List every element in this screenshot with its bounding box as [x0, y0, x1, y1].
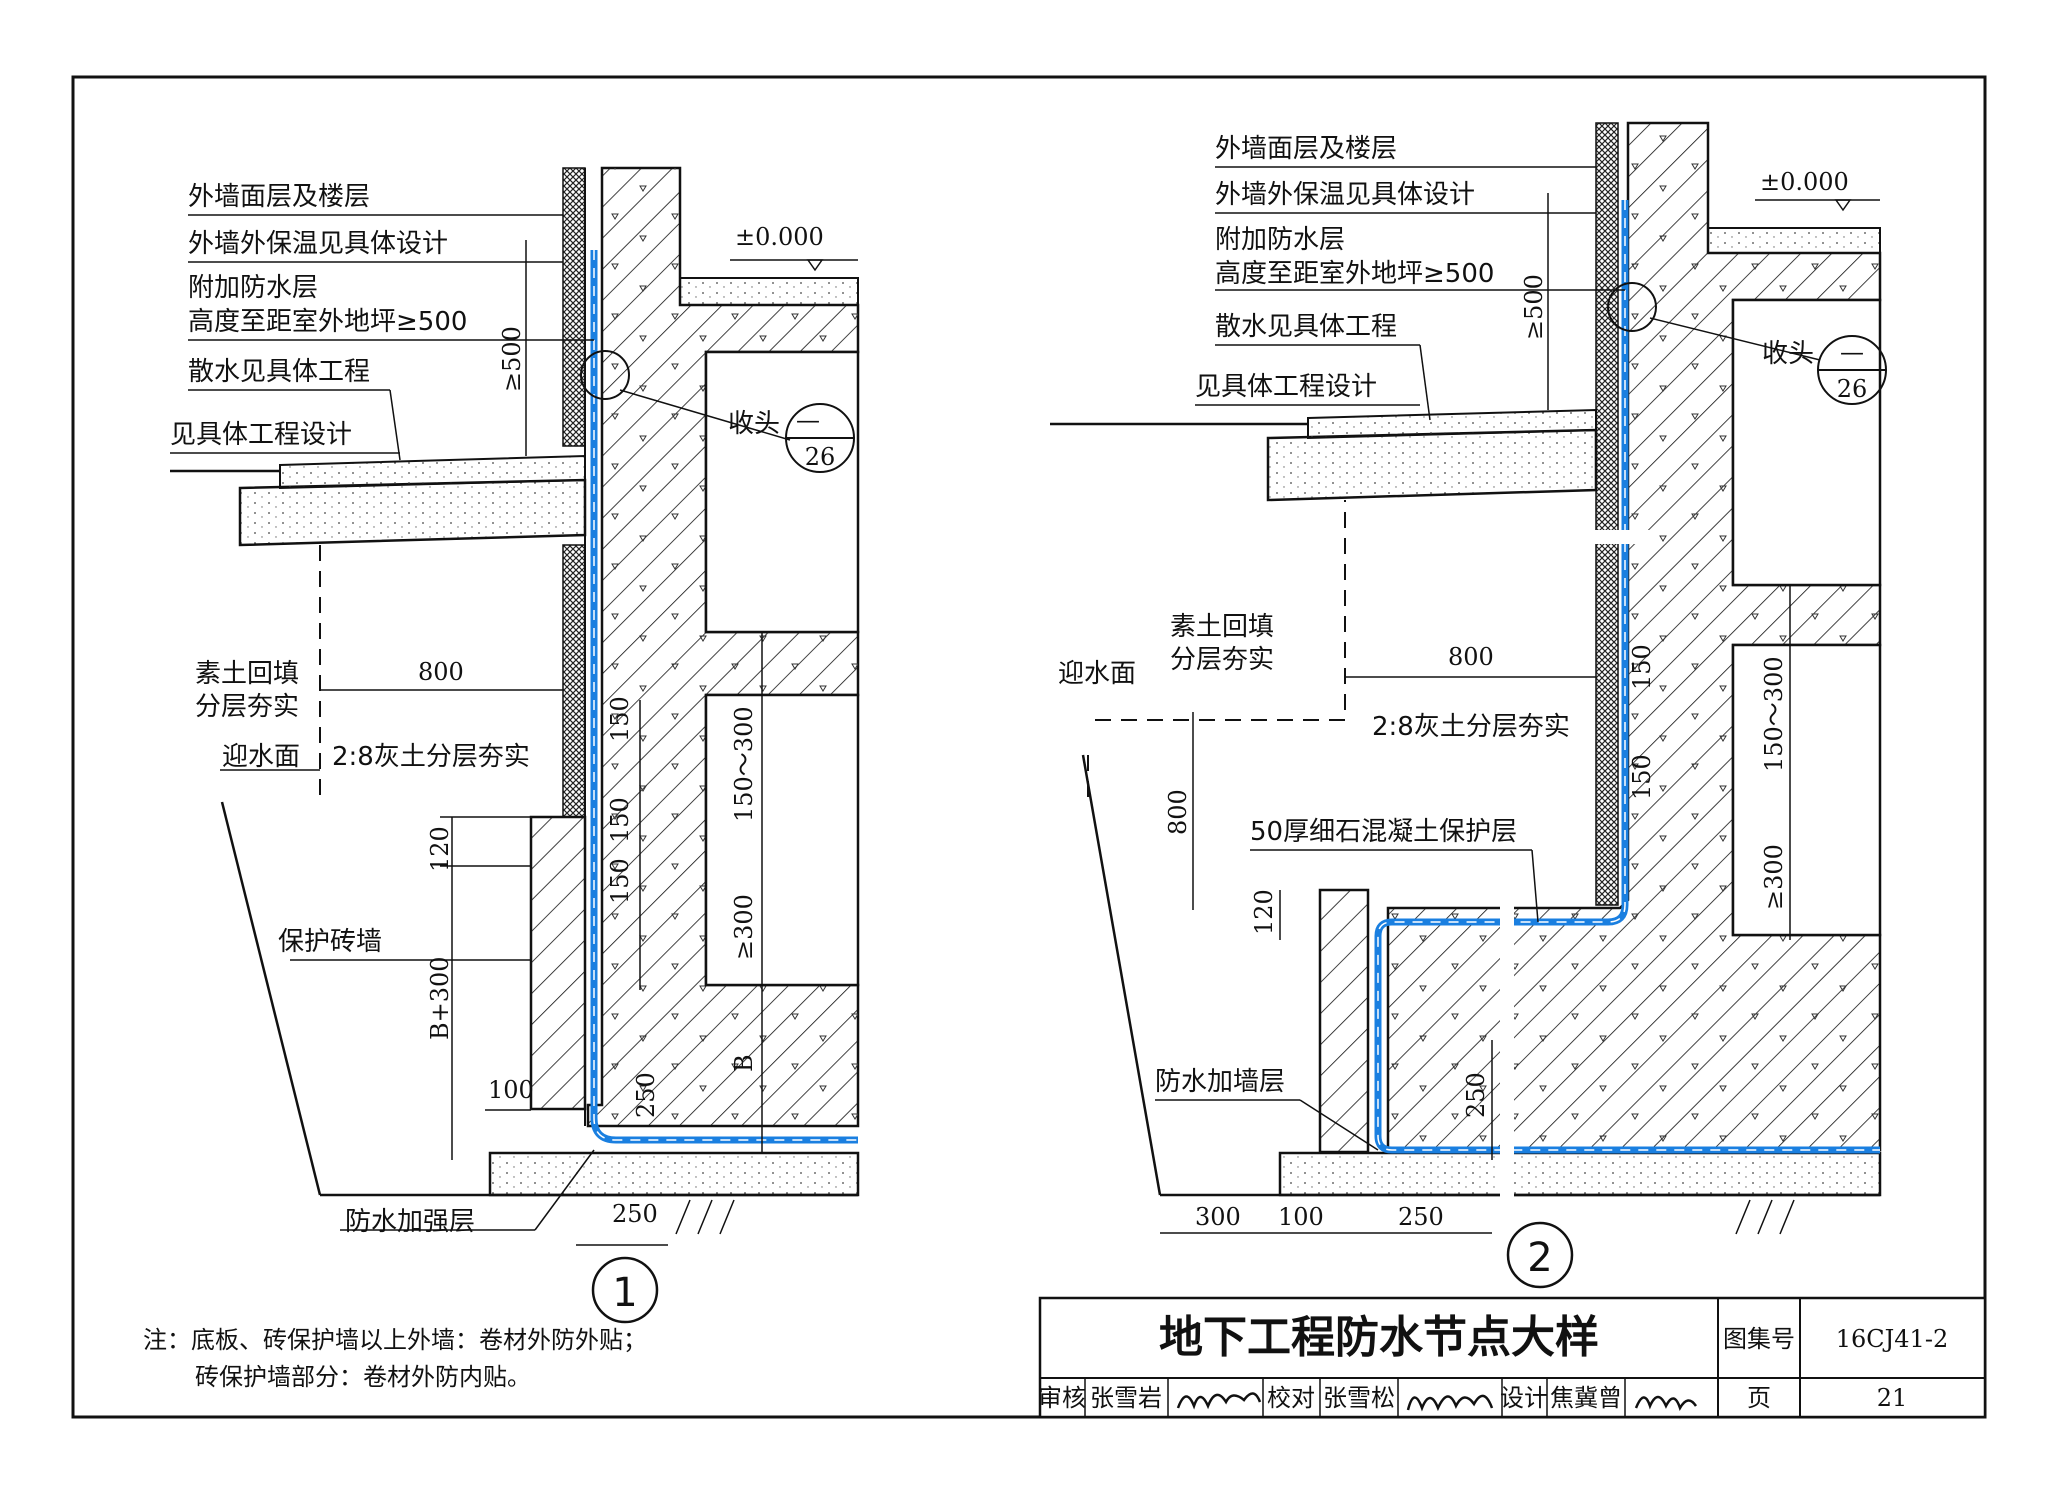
- dim2-800-vertical: 800: [1164, 789, 1192, 835]
- label-backfill-2: 分层夯实: [195, 692, 299, 722]
- label2-backfill-1: 素土回填: [1170, 612, 1274, 642]
- label-brick-wall: 保护砖墙: [278, 927, 382, 957]
- signature-reviewer: [1176, 1392, 1262, 1410]
- design-label: 设计: [1500, 1384, 1548, 1412]
- dim-100: 100: [488, 1076, 534, 1104]
- insulation-layer: [562, 167, 586, 447]
- detail-number-2: 2: [1527, 1235, 1552, 1281]
- ref-bottom: 26: [805, 443, 836, 471]
- ref2-top: —: [1840, 338, 1864, 366]
- label-termination: 收头: [728, 409, 780, 439]
- label-extra-height: 高度至距室外地坪≥500: [188, 307, 467, 337]
- detail-number-1: 1: [612, 1270, 637, 1316]
- label2-water-face: 迎水面: [1058, 659, 1136, 689]
- check-label: 校对: [1267, 1384, 1315, 1412]
- dim2-ge300: ≥300: [1760, 844, 1788, 910]
- detail-1: [170, 166, 860, 1324]
- label2-lime-soil: 2:8灰土分层夯实: [1372, 712, 1570, 742]
- dim-250-vertical: 250: [632, 1072, 660, 1118]
- label2-see-design: 见具体工程设计: [1195, 372, 1377, 402]
- label2-wall-layer: 防水加墙层: [1155, 1067, 1285, 1097]
- protective-brick-wall: [529, 815, 587, 1111]
- detail-number-circle-1: [591, 1256, 659, 1324]
- label2-apron: 散水见具体工程: [1215, 312, 1397, 342]
- label2-elevation: ±0.000: [1760, 168, 1849, 196]
- label2-insulation: 外墙外保温见具体设计: [1215, 180, 1475, 210]
- excavation-line: [220, 801, 322, 1196]
- dim2-120: 120: [1250, 889, 1278, 935]
- dim-b-plus-300: B+300: [426, 956, 454, 1040]
- dim-150a: 150: [606, 696, 634, 742]
- atlas-number: 16CJ41-2: [1836, 1325, 1948, 1353]
- dim2-150b: 150: [1628, 754, 1656, 800]
- insulation-layer-2: [1595, 122, 1619, 906]
- label-backfill-1: 素土回填: [195, 659, 299, 689]
- sheet-border: [71, 75, 1987, 1419]
- label-apron: 散水见具体工程: [188, 357, 370, 387]
- dim-b: B: [730, 1054, 758, 1072]
- note-line-2: 砖保护墙部分：卷材外防内贴。: [195, 1363, 531, 1391]
- dim2-150-300: 150～300: [1760, 656, 1788, 772]
- dim-ge300: ≥300: [730, 894, 758, 960]
- dim2-ge500: ≥500: [1520, 274, 1548, 340]
- dim-150c: 150: [606, 858, 634, 904]
- label-extra-layer: 附加防水层: [188, 273, 318, 303]
- review-label: 审核: [1038, 1384, 1086, 1412]
- checker-name: 张雪松: [1323, 1384, 1395, 1412]
- dim2-100: 100: [1278, 1203, 1324, 1231]
- atlas-label: 图集号: [1723, 1325, 1795, 1353]
- dim2-800: 800: [1448, 643, 1494, 671]
- dim-120: 120: [426, 826, 454, 872]
- dim2-250: 250: [1398, 1203, 1444, 1231]
- page-number: 21: [1877, 1384, 1908, 1412]
- label-reinforce: 防水加强层: [345, 1207, 475, 1237]
- dim-150b: 150: [606, 797, 634, 843]
- label-wall-finish: 外墙面层及楼层: [188, 182, 370, 212]
- dim2-300: 300: [1195, 1203, 1241, 1231]
- dim-800: 800: [418, 658, 464, 686]
- signature-designer: [1634, 1395, 1698, 1412]
- apron-slab: [238, 478, 587, 547]
- label2-backfill-2: 分层夯实: [1170, 645, 1274, 675]
- page-label: 页: [1747, 1384, 1771, 1412]
- dim2-250-vertical: 250: [1462, 1072, 1490, 1118]
- apron-slab-2: [1266, 428, 1598, 502]
- label-see-design: 见具体工程设计: [170, 420, 352, 450]
- dim-150-300: 150～300: [730, 706, 758, 822]
- signature-checker: [1406, 1394, 1494, 1412]
- label2-extra-height: 高度至距室外地坪≥500: [1215, 259, 1494, 289]
- title-block: [1038, 1296, 1987, 1419]
- designer-name: 焦冀曾: [1550, 1384, 1622, 1412]
- label2-protect: 50厚细石混凝土保护层: [1250, 817, 1517, 847]
- ref2-bottom: 26: [1837, 375, 1868, 403]
- label2-extra-layer: 附加防水层: [1215, 225, 1345, 255]
- label-elevation: ±0.000: [735, 223, 824, 251]
- label-insulation: 外墙外保温见具体设计: [188, 229, 448, 259]
- sheet-title: 地下工程防水节点大样: [1159, 1312, 1599, 1363]
- reviewer-name: 张雪岩: [1090, 1384, 1162, 1412]
- ref-top: —: [796, 406, 820, 434]
- label-lime-soil: 2:8灰土分层夯实: [332, 742, 530, 772]
- label-water-face: 迎水面: [222, 742, 300, 772]
- base-slab: [488, 1151, 860, 1197]
- label2-termination: 收头: [1762, 339, 1814, 369]
- dim-ge500: ≥500: [498, 326, 526, 392]
- dim2-150a: 150: [1628, 644, 1656, 690]
- protective-wall-2: [1318, 888, 1370, 1154]
- label2-wall-finish: 外墙面层及楼层: [1215, 134, 1397, 164]
- detail-number-circle-2: [1506, 1221, 1574, 1289]
- dim-250: 250: [612, 1200, 658, 1228]
- note-line-1: 注：底板、砖保护墙以上外墙：卷材外防外贴；: [143, 1326, 647, 1354]
- base-slab-2: [1278, 1151, 1882, 1197]
- detail-2: [1050, 121, 1887, 1289]
